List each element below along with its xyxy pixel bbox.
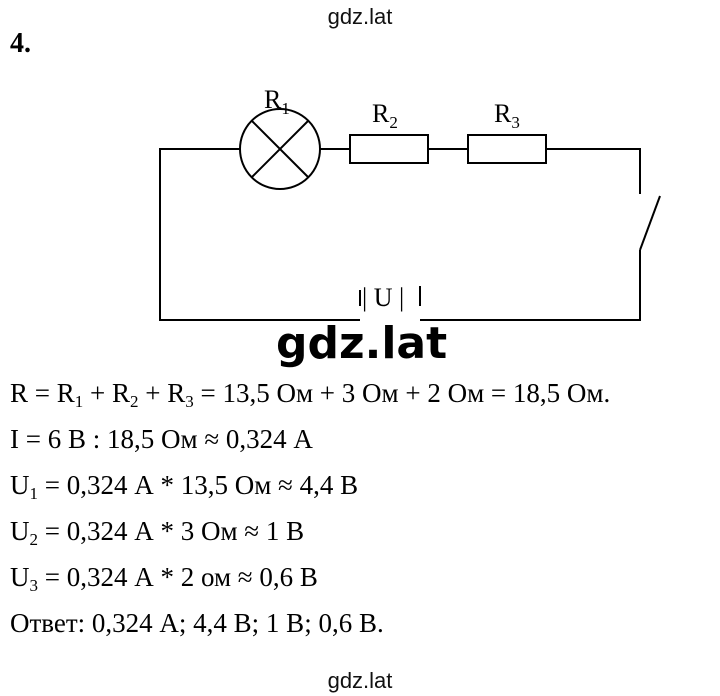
switch-blade: [639, 195, 661, 251]
r3-label: R3: [494, 99, 520, 132]
solution-line-5: U3 = 0,324 А * 2 ом ≈ 0,6 В: [10, 562, 318, 595]
resistor-r2: [349, 134, 429, 164]
wire-bottom-right: [420, 250, 641, 321]
answer-line: Ответ: 0,324 А; 4,4 В; 1 В; 0,6 В.: [10, 608, 384, 638]
solution-line-1: R = R1 + R2 + R3 = 13,5 Ом + 3 Ом + 2 Ом…: [10, 378, 611, 411]
task-number: 4.: [10, 28, 31, 59]
solution-line-3: U1 = 0,324 А * 13,5 Ом ≈ 4,4 В: [10, 470, 359, 503]
r2-label: R2: [372, 99, 398, 132]
solution-block: R = R1 + R2 + R3 = 13,5 Ом + 3 Ом + 2 Ом…: [10, 370, 610, 646]
watermark-top: gdz.lat: [327, 4, 393, 29]
resistor-r3: [467, 134, 547, 164]
solution-line-4: U2 = 0,324 А * 3 Ом ≈ 1 В: [10, 516, 305, 549]
watermark-middle: gdz.lat: [276, 318, 448, 369]
watermark-bottom: gdz.lat: [327, 668, 393, 693]
wire-r3-switch: [546, 148, 641, 194]
circuit-diagram: R1 R2 R3 | U |: [159, 85, 661, 321]
solution-line-2: I = 6 В : 18,5 Ом ≈ 0,324 А: [10, 424, 313, 454]
voltage-label: | U |: [362, 283, 404, 312]
r1-label: R1: [264, 85, 290, 118]
lamp-cross: [251, 120, 309, 178]
wire-left: [159, 148, 360, 321]
